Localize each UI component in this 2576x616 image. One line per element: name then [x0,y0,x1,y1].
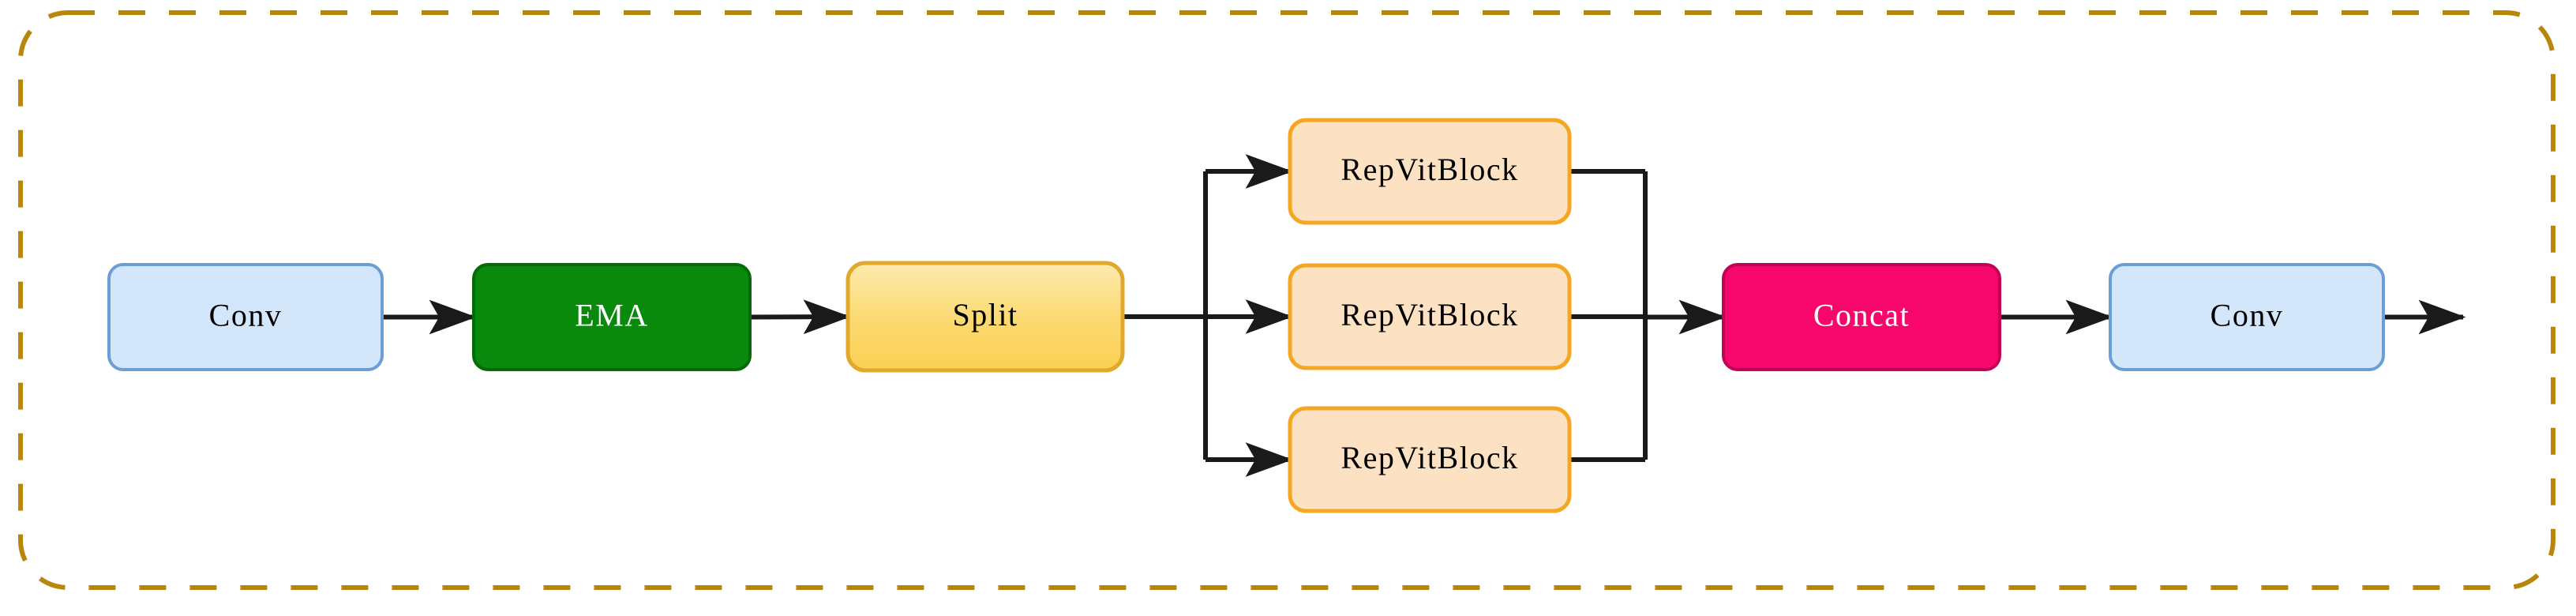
module-boundary-frame [18,10,2555,590]
node-conv-in[interactable]: Conv [107,263,384,371]
node-box-ema[interactable] [472,263,752,371]
edges-layer [382,154,2466,477]
node-box-concat[interactable] [1722,263,2001,371]
node-ema[interactable]: EMA [472,263,752,371]
node-box-conv-out[interactable] [2109,263,2385,371]
node-repvitblock-1[interactable]: RepVitBlock [1288,118,1572,225]
node-box-repvitblock-2[interactable] [1288,263,1572,370]
node-box-conv-in[interactable] [107,263,384,371]
node-repvitblock-2[interactable]: RepVitBlock [1288,263,1572,370]
node-conv-out[interactable]: Conv [2109,263,2385,371]
node-split[interactable]: Split [846,261,1125,373]
node-concat[interactable]: Concat [1722,263,2001,371]
node-repvitblock-3[interactable]: RepVitBlock [1288,406,1572,513]
node-box-repvitblock-3[interactable] [1288,406,1572,513]
node-box-repvitblock-1[interactable] [1288,118,1572,225]
node-box-split[interactable] [846,261,1125,373]
